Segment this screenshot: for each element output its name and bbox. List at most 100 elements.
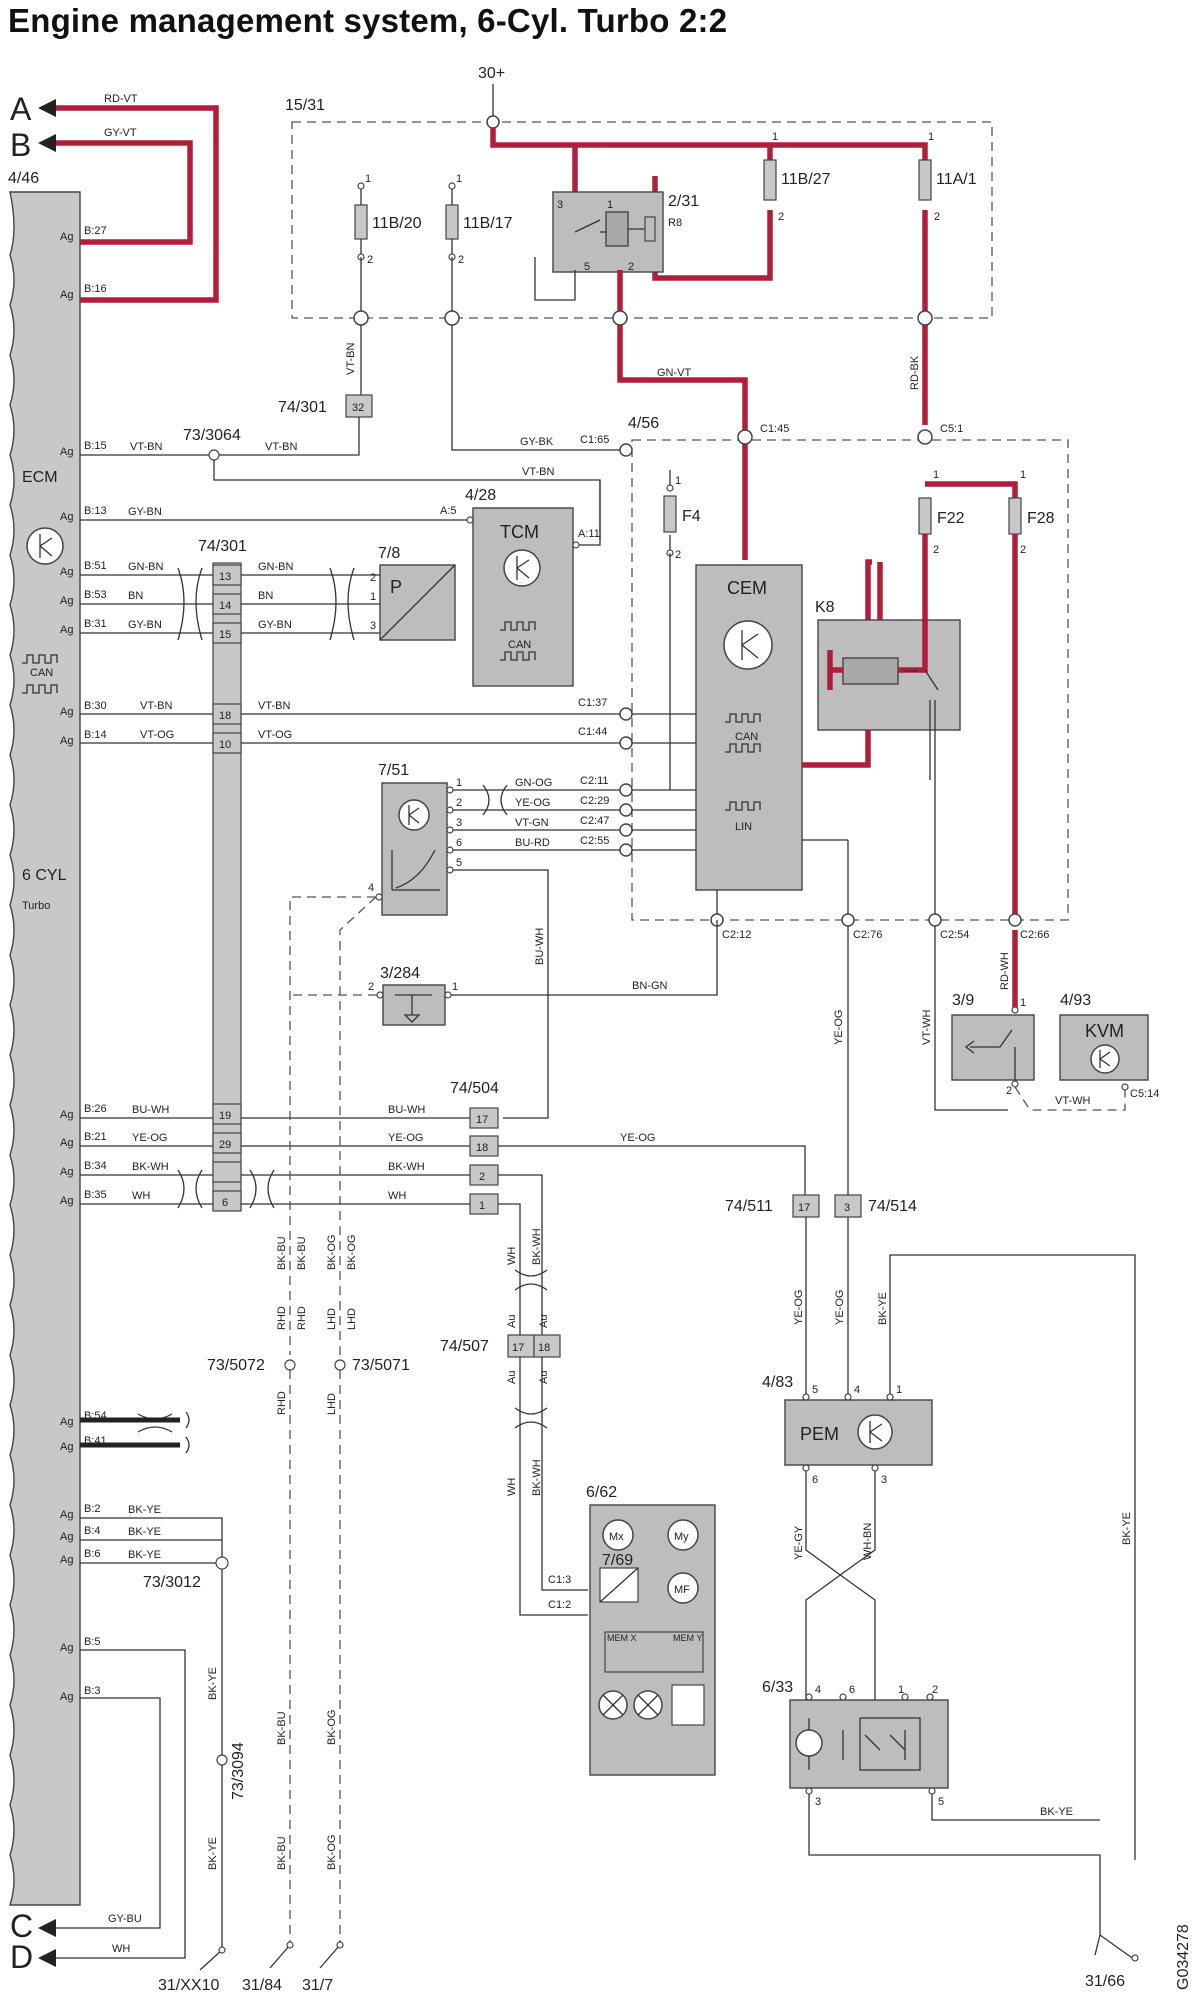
connector-74-301-b-label: 74/301 [198, 538, 247, 555]
fuse-11b27-label: 11B/27 [781, 171, 831, 188]
heater-icon [671, 1684, 705, 1726]
wire-label: YE-OG [620, 1132, 655, 1144]
pin-b35-label: B:35 [84, 1189, 107, 1201]
pin-b6-label: B:6 [84, 1548, 101, 1560]
cem-bottom-wires [716, 839, 849, 914]
supply-node [486, 115, 500, 129]
pin-label: 13 [219, 571, 231, 583]
pin-label: 18 [476, 1142, 488, 1154]
pin-ag-label: Ag [60, 1137, 73, 1149]
wire-tcm-a11 [579, 480, 601, 546]
switch-3-9-label: 3/9 [952, 992, 974, 1009]
throttle-6-62-label: 6/62 [586, 1484, 617, 1501]
pin-label: 3 [456, 817, 462, 829]
fuse-f4-label: F4 [682, 508, 701, 525]
connector-74-511-pin: 17 [798, 1202, 810, 1214]
fusebox-node-11a1 [917, 310, 933, 326]
pin-ag-label: Ag [60, 231, 73, 243]
pin-ag-label: Ag [60, 1195, 73, 1207]
ground-31-7-label: 31/7 [302, 1977, 333, 1994]
pin-b26-label: B:26 [84, 1103, 107, 1115]
wire-label: Au [538, 1371, 550, 1384]
fuse-f28-label: F28 [1027, 510, 1055, 527]
pin-c5-1-label: C5:1 [940, 423, 963, 435]
pin-ag-label: Ag [60, 1441, 73, 1453]
pin-label: 1 [1020, 997, 1026, 1009]
fusebox-leads [360, 257, 453, 311]
pin-label: 1 [607, 199, 613, 211]
kvm-transistor-icon [1090, 1044, 1120, 1074]
pin-label: C1:37 [578, 697, 607, 709]
motor-mx-icon [602, 1519, 634, 1551]
pin-a5-label: A:5 [440, 505, 457, 517]
wire-label: YE-OG [834, 1290, 846, 1325]
wire-label: BN [128, 590, 143, 602]
fuse-11b20 [354, 204, 368, 240]
connector-74-301-a-pin: 32 [352, 402, 364, 414]
wire-label: LHD [346, 1308, 358, 1330]
pin-label: 4 [815, 1684, 821, 1696]
pin-label: 2 [456, 797, 462, 809]
pin-ag-label: Ag [60, 735, 73, 747]
pin-c5-14-label: C5:14 [1130, 1088, 1159, 1100]
connector-74-507-pin18 [533, 1334, 561, 1358]
wire-label: BK-YE [1121, 1512, 1133, 1545]
pin-label: 29 [219, 1139, 231, 1151]
wire-label: BK-YE [128, 1504, 161, 1516]
connector-74-514-label: 74/514 [868, 1198, 917, 1215]
pin-label: 3 [881, 1474, 887, 1486]
pin-label: 2 [368, 981, 374, 993]
wire-label-gy-vt: GY-VT [104, 127, 137, 139]
pin-c1-3-label: C1:3 [548, 1574, 571, 1586]
cem-lin-label: LIN [735, 821, 752, 833]
pin-ag-label: Ag [60, 289, 73, 301]
sensor-7-51-transistor-symbol-icon [408, 805, 420, 825]
wire-supply-bus [490, 128, 928, 160]
ecm-variant-label: 6 CYL [22, 867, 67, 884]
relay-k8-coil-icon [842, 657, 899, 685]
relay-k8-label: K8 [815, 599, 835, 616]
tcm-transistor-icon [503, 549, 541, 587]
pin-b16-label: B:16 [84, 283, 107, 295]
splice-73-5071-label: 73/5071 [352, 1357, 410, 1374]
wire-vt-wh [934, 926, 1008, 1111]
wire-label: RHD [276, 1306, 288, 1330]
wire-label: VT-GN [515, 817, 549, 829]
wire-f28-feed [925, 481, 1018, 498]
wire-pem-to-pump [805, 1471, 876, 1700]
motor-mf-label: MF [674, 1584, 690, 1596]
wire-label: GN-OG [515, 777, 552, 789]
wire-label-gn-vt: GN-VT [657, 367, 692, 379]
ecm-can-label: CAN [30, 667, 53, 679]
fusebox-ref-label: 15/31 [285, 97, 325, 114]
wire-label: BK-OG [326, 1235, 338, 1270]
wire-label: YE-OG [132, 1132, 167, 1144]
cem-pin-c1-65 [619, 443, 633, 457]
wire-label: GY-BU [108, 1913, 142, 1925]
pin-label: 19 [219, 1110, 231, 1122]
splice-73-5072-label: 73/5072 [207, 1357, 265, 1374]
wire-label: BK-OG [326, 1710, 338, 1745]
relay-coil-icon [605, 211, 629, 247]
pin-label: 2 [367, 254, 373, 266]
wire-rd-vt [56, 105, 219, 303]
fusebox-15-31-outline [291, 121, 993, 319]
wire-label: WH [388, 1190, 406, 1202]
sensor-7-51-pins: 1 2 3 6 5 4 [368, 777, 462, 901]
pin-label: 2 [675, 549, 681, 561]
wire-label: BK-YE [207, 1667, 219, 1700]
pin-label: 2 [628, 261, 634, 273]
wire-label: BK-WH [388, 1161, 425, 1173]
pin-b31-label: B:31 [84, 618, 107, 630]
connector-74-301-b [212, 562, 242, 1211]
ground-31-66-icon [1094, 1934, 1136, 1961]
wire-label-vt-bn: VT-BN [265, 441, 297, 453]
pin-ag-label: Ag [60, 1416, 73, 1428]
pin-label: 18 [219, 710, 231, 722]
wire-label: RHD [296, 1306, 308, 1330]
power-supply-label: 30+ [478, 65, 505, 82]
pin-label: 3 [370, 620, 376, 632]
sensor-7-69-label: 7/69 [602, 1552, 633, 1569]
pin-label: C2:11 [580, 775, 609, 787]
